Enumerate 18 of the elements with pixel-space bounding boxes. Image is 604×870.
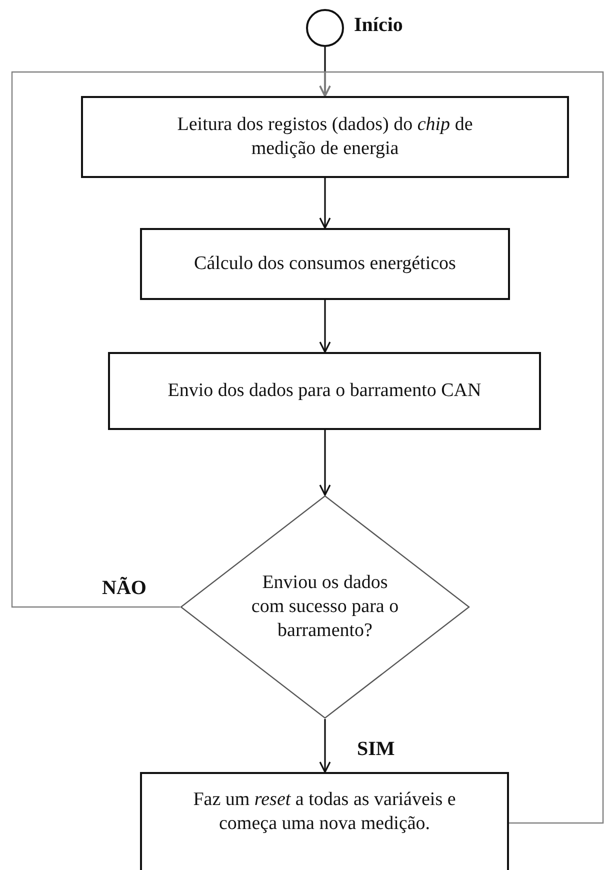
arrow xyxy=(319,430,331,496)
start-label: Início xyxy=(354,14,403,37)
process-box xyxy=(108,352,541,430)
node-text: Faz um reset a todas as variáveis e começa uma nova medição. xyxy=(192,788,457,836)
loop-back-arrow xyxy=(319,71,604,824)
arrow xyxy=(319,719,331,773)
process-box xyxy=(140,772,509,870)
node-text: Leitura dos registos (dados) do chip de medição de energia xyxy=(176,113,474,161)
decision-diamond xyxy=(180,495,470,719)
arrow xyxy=(319,47,331,97)
node-text: Cálculo dos consumos energéticos xyxy=(194,252,456,276)
start-circle xyxy=(306,9,344,47)
process-box xyxy=(140,228,510,300)
node-text: Envio dos dados para o barramento CAN xyxy=(168,379,482,403)
process-box xyxy=(81,96,569,178)
node-text: Enviou os dados com sucesso para o barramento? xyxy=(250,571,400,643)
arrow xyxy=(319,300,331,353)
arrow xyxy=(319,178,331,229)
